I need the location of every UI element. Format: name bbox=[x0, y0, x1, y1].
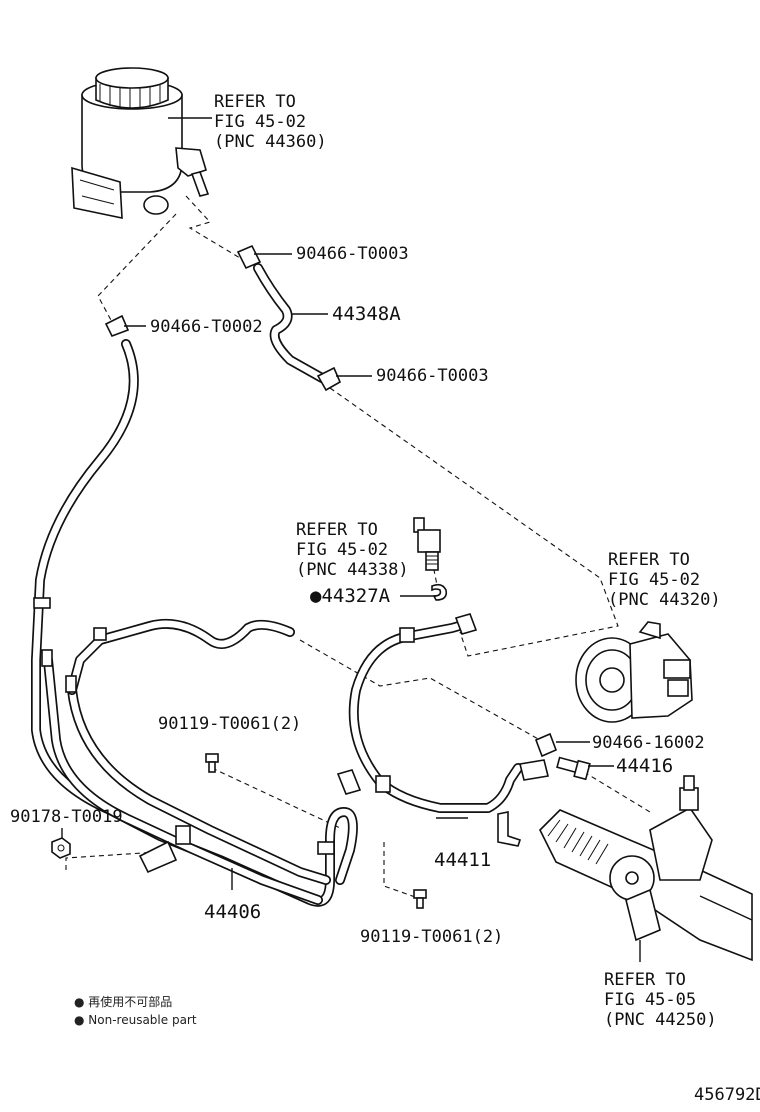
label-44406: 44406 bbox=[204, 901, 261, 923]
label-clamp-upper: 90466-T0003 bbox=[296, 244, 409, 264]
ref-line-44416-gear bbox=[583, 771, 651, 813]
legend-jp: ● 再使用不可部品 bbox=[74, 994, 172, 1009]
ref-line-hose-pump bbox=[329, 387, 619, 657]
label-nut: 90178-T0019 bbox=[10, 807, 123, 827]
label-bolt-bottom: 90119-T0061(2) bbox=[360, 927, 503, 947]
label-switch-ref-2: FIG 45-02 bbox=[296, 540, 388, 560]
ref-line-nut bbox=[65, 851, 159, 870]
ref-line-reservoir-right bbox=[185, 195, 241, 259]
label-clamp-mid: 90466-T0003 bbox=[376, 366, 489, 386]
label-44416: 44416 bbox=[616, 755, 673, 777]
figure-code: 456792D bbox=[694, 1085, 760, 1105]
label-gear-ref-2: FIG 45-05 bbox=[604, 990, 696, 1010]
ref-line-bolt-top bbox=[211, 767, 341, 829]
bolt-top-90119 bbox=[205, 753, 219, 773]
label-reservoir-ref-1: REFER TO bbox=[214, 92, 296, 112]
label-pump-ref-1: REFER TO bbox=[608, 550, 690, 570]
ref-line-bolt-bottom bbox=[383, 842, 419, 899]
label-clamp-left: 90466-T0002 bbox=[150, 317, 263, 337]
legend-en: ● Non-reusable part bbox=[74, 1013, 197, 1027]
clamp-mid bbox=[316, 366, 342, 392]
label-pump-ref-2: FIG 45-02 bbox=[608, 570, 700, 590]
clamp-left bbox=[104, 314, 130, 338]
bolt-bottom-90119 bbox=[413, 889, 427, 909]
clamp-90466-16002 bbox=[534, 732, 558, 758]
steering-gear bbox=[539, 775, 753, 962]
label-pump-ref-3: (PNC 44320) bbox=[608, 590, 721, 610]
nut-90178 bbox=[51, 837, 71, 859]
ref-line-reservoir-left bbox=[97, 213, 177, 323]
label-switch-ref-1: REFER TO bbox=[296, 520, 378, 540]
label-switch-ref-3: (PNC 44338) bbox=[296, 560, 409, 580]
label-bolt-top: 90119-T0061(2) bbox=[158, 714, 301, 734]
reservoir-assembly bbox=[71, 67, 210, 219]
power-steering-pump bbox=[575, 621, 693, 723]
pressure-switch bbox=[413, 517, 441, 571]
label-44327a: ●44327A bbox=[310, 585, 391, 607]
label-reservoir-ref-3: (PNC 44360) bbox=[214, 132, 327, 152]
label-reservoir-ref-2: FIG 45-02 bbox=[214, 112, 306, 132]
gasket-44327a bbox=[431, 583, 448, 601]
clamp-upper bbox=[236, 244, 262, 270]
union-bolt-44416 bbox=[556, 756, 591, 781]
label-44348a: 44348A bbox=[332, 303, 401, 325]
label-gear-ref-3: (PNC 44250) bbox=[604, 1010, 717, 1030]
ref-line-tube-gear bbox=[299, 639, 541, 741]
label-clamp-pump: 90466-16002 bbox=[592, 733, 705, 753]
label-44411: 44411 bbox=[434, 849, 491, 871]
label-gear-ref-1: REFER TO bbox=[604, 970, 686, 990]
